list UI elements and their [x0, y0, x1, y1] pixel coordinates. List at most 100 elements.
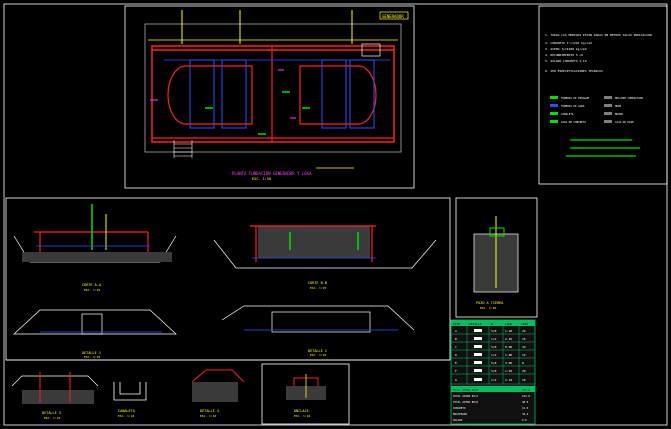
- legend-swatches: [550, 96, 612, 123]
- table-header-1: DETALLE: [469, 322, 482, 326]
- note-line-1: 1. TODAS LAS MEDIDAS ESTAN DADAS EN METR…: [545, 33, 652, 37]
- table-cell: E: [455, 361, 457, 365]
- section-bb-title: CORTE B-B: [308, 281, 327, 285]
- table-cell: 3/8: [491, 345, 497, 349]
- summary-value: 142.8: [522, 394, 530, 398]
- note-line-2: 2. CONCRETO f'c=210 kg/cm2: [545, 41, 592, 45]
- plan-frame: [124, 5, 415, 189]
- panel-frames: [3, 3, 668, 426]
- plan-outline: [144, 23, 402, 153]
- table-cell: D: [455, 353, 457, 357]
- pipe-rect-3: [321, 59, 347, 129]
- summary-label: TOTAL ACERO Ø5/8: [453, 399, 478, 404]
- detail-4-fill: [192, 382, 238, 402]
- table-cell: 24: [522, 329, 526, 333]
- generador-tag-box: [379, 11, 409, 20]
- pipe-rect-4: [349, 59, 375, 129]
- canaleta-title: CANALETA: [118, 409, 136, 413]
- plan-view[interactable]: GENERADOR PLANTA FUNDACION GENERADOR Y L…: [144, 10, 409, 181]
- table-cell: 1.50: [505, 369, 512, 373]
- table-cell: 8: [522, 361, 524, 365]
- summary-value: 12.5: [522, 406, 529, 410]
- legend-6: MURO: [615, 104, 622, 108]
- section-bb-scale: ESC. 1:25: [310, 286, 326, 290]
- pozo-title: POZO A TIERRA: [476, 301, 504, 305]
- tank-left: [167, 65, 253, 125]
- detail-3[interactable]: DETALLE 3 ESC. 1:10: [11, 372, 99, 420]
- detail-2-slab: [271, 311, 371, 333]
- excavation-bb: [213, 239, 437, 269]
- anclaje-title: ANCLAJE: [294, 409, 309, 413]
- table-row[interactable]: D 1/2 1.80 12: [455, 353, 526, 357]
- tank-right: [299, 65, 377, 125]
- anclaje-detail[interactable]: ANCLAJE ESC. 1:10: [286, 374, 326, 418]
- table-header-2: Ø: [491, 321, 493, 326]
- table-cell: 3/8: [491, 369, 497, 373]
- detail-1[interactable]: DETALLE 1 ESC. 1:25: [13, 309, 177, 359]
- table-row[interactable]: C 3/8 0.90 32: [455, 345, 526, 349]
- table-header: ELEM DETALLE Ø LONG CANT: [453, 321, 528, 326]
- table-header-4: CANT: [521, 322, 528, 326]
- gravel-bb: [258, 226, 370, 258]
- table-row[interactable]: F 3/8 1.50 20: [455, 369, 526, 373]
- canaleta-detail[interactable]: CANALETA ESC. 1:10: [113, 382, 147, 418]
- table-cell: 2.40: [505, 337, 512, 341]
- pozo-scale: ESC. 1:20: [480, 306, 496, 310]
- gravel-aa: [22, 252, 172, 262]
- plan-box: [361, 43, 381, 57]
- rebar-shape-icon: [474, 369, 482, 372]
- summary-value: 6.8: [522, 418, 527, 422]
- detail-4-outline: [191, 369, 245, 383]
- table-cell: 32: [522, 345, 526, 349]
- outer-frame: [3, 3, 668, 426]
- summary-value: 34.2: [522, 412, 529, 416]
- table-summary-band: [451, 386, 535, 392]
- table-row[interactable]: B 1/2 2.40 16: [455, 337, 526, 341]
- table-cell: 1/2: [491, 378, 497, 382]
- detail-4[interactable]: DETALLE 4 ESC. 1:10: [191, 369, 245, 418]
- detail-3-outline: [11, 375, 99, 387]
- table-cell: 10: [522, 378, 526, 382]
- detail-3-title: DETALLE 3: [42, 411, 61, 415]
- section-aa[interactable]: CORTE A-A ESC. 1:25: [13, 204, 177, 292]
- table-cell: 20: [522, 369, 526, 373]
- summary-value: 48.0: [522, 400, 529, 404]
- table-cell: A: [455, 329, 457, 333]
- canaleta-scale: ESC. 1:10: [118, 414, 134, 418]
- pozo-frame: [455, 197, 538, 318]
- detail-4-scale: ESC. 1:10: [200, 414, 216, 418]
- table-cell: 3/8: [491, 329, 497, 333]
- rebar-shape-icon: [474, 329, 482, 332]
- generador-tag: GENERADOR: [382, 14, 404, 19]
- note-line-5: 5. SOLADO CONCRETO 1:10: [545, 59, 587, 63]
- table-row[interactable]: A 3/8 1.20 24: [455, 329, 526, 333]
- pipe-rect-2: [221, 59, 247, 129]
- detail-1-title: DETALLE 1: [82, 351, 101, 355]
- detail-2[interactable]: DETALLE 2 ESC. 1:25: [221, 305, 415, 357]
- legend-8: CAJA DE PASE: [615, 120, 634, 124]
- table-cell: 1.80: [505, 353, 512, 357]
- table-row[interactable]: G 1/2 2.10 10: [455, 378, 526, 382]
- legend-4: LOSA DE CONCRETO: [561, 120, 586, 124]
- table-row[interactable]: E 5/8 3.00 8: [455, 361, 524, 365]
- table-cell: 1.20: [505, 329, 512, 333]
- rebar-table[interactable]: ELEM DETALLE Ø LONG CANT A 3/8 1.20: [450, 319, 536, 425]
- table-body: A 3/8 1.20 24 B 1/2 2.40 16 C 3/8 0.90 3…: [455, 329, 526, 382]
- table-summary: TOTAL ACERO Ø3/8 215.4 TOTAL ACERO Ø1/2 …: [453, 387, 530, 422]
- rebar-shape-icon: [474, 337, 482, 340]
- pipe-rect-1: [189, 59, 215, 129]
- legend-green-lines: [566, 139, 640, 157]
- plan-title: PLANTA FUNDACION GENERADOR Y LOSA: [232, 171, 312, 176]
- section-aa-scale: ESC. 1:25: [84, 288, 100, 292]
- pozo-detail[interactable]: POZO A TIERRA ESC. 1:20: [473, 216, 519, 310]
- section-bb[interactable]: CORTE B-B ESC. 1:25: [213, 225, 437, 290]
- rebar-shape-icon: [474, 345, 482, 348]
- table-cell: F: [455, 369, 457, 373]
- summary-label: ENCOFRADO: [453, 412, 467, 416]
- summary-label: TOTAL ACERO Ø1/2: [453, 393, 478, 398]
- summary-label: TOTAL ACERO Ø3/8: [453, 387, 478, 392]
- detail-1-pedestal: [81, 313, 103, 335]
- summary-value: 215.4: [522, 388, 530, 392]
- plan-wall: [151, 45, 395, 143]
